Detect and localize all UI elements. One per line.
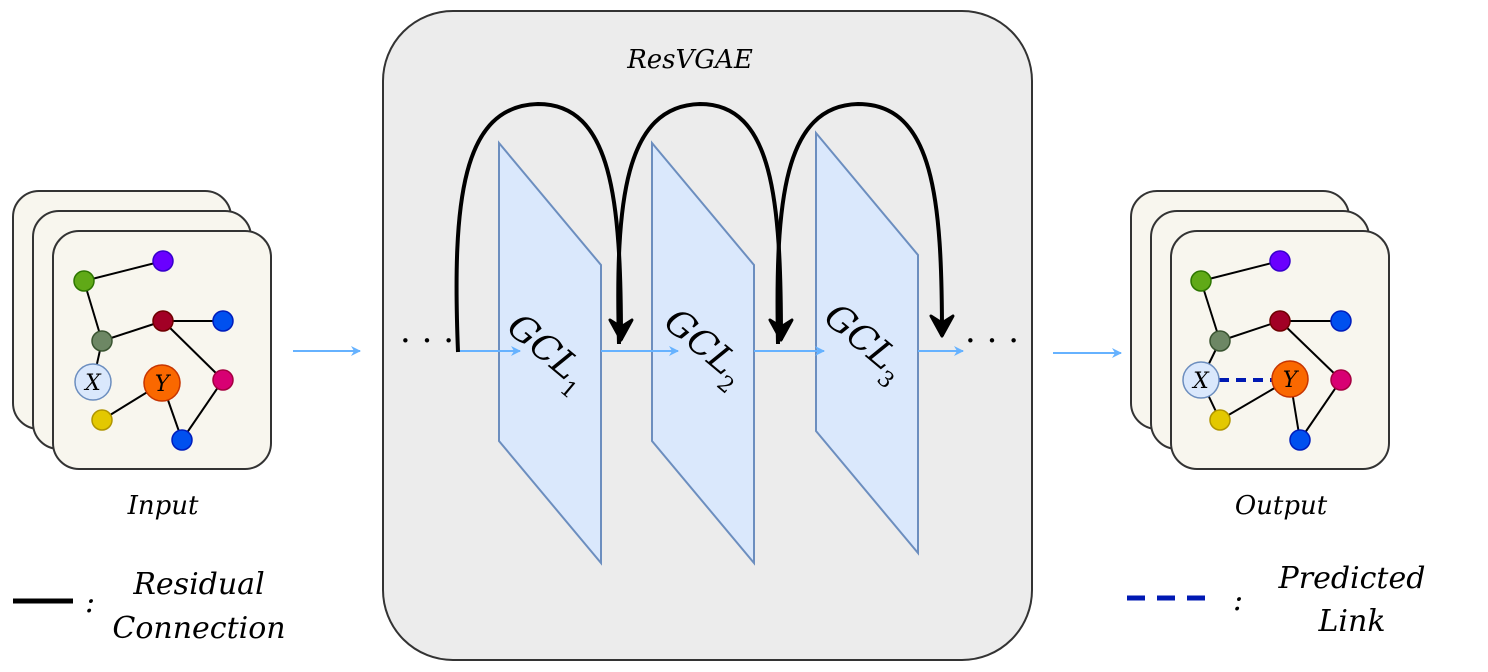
legend-predicted: : Predicted Link bbox=[1127, 561, 1425, 639]
graph-node-x bbox=[1182, 361, 1220, 399]
graph-node bbox=[1269, 250, 1291, 272]
residual-connection-2 bbox=[616, 101, 783, 345]
graph-node bbox=[212, 310, 234, 332]
legend-predicted-label-1: Predicted bbox=[1278, 561, 1426, 596]
node-y-label: Y bbox=[155, 372, 172, 397]
legend-predicted-label-2: Link bbox=[1317, 604, 1385, 639]
residual-arrowhead bbox=[929, 314, 955, 338]
ellipsis-right: · · · bbox=[965, 321, 1019, 361]
residual-connection-1 bbox=[454, 101, 623, 353]
layer-gcl1 bbox=[498, 140, 602, 566]
input-card-front bbox=[52, 230, 272, 470]
layer-gcl3 bbox=[815, 130, 919, 556]
ellipsis-left: · · · bbox=[400, 321, 454, 361]
node-y-label: Y bbox=[1283, 368, 1300, 393]
graph-node bbox=[1209, 409, 1231, 431]
graph-node-y bbox=[1271, 360, 1309, 398]
graph-node bbox=[152, 310, 174, 332]
graph-node bbox=[152, 250, 174, 272]
output-graph-stack: X Y bbox=[1130, 190, 1390, 470]
legend-colon: : bbox=[85, 585, 95, 620]
legend-colon: : bbox=[1233, 583, 1243, 618]
graph-node bbox=[1190, 270, 1212, 292]
graph-node bbox=[91, 409, 113, 431]
graph-node bbox=[1330, 310, 1352, 332]
graph-node bbox=[91, 330, 113, 352]
residual-connection-3 bbox=[775, 101, 944, 345]
graph-node bbox=[1209, 330, 1231, 352]
output-card-front bbox=[1170, 230, 1390, 470]
model-title: ResVGAE bbox=[626, 45, 753, 75]
residual-arrowhead bbox=[768, 318, 794, 342]
graph-node bbox=[1289, 429, 1311, 451]
legend-residual-label-2: Connection bbox=[112, 611, 285, 646]
input-graph-stack: X Y bbox=[12, 190, 272, 470]
node-x-label: X bbox=[83, 371, 102, 396]
node-x-label: X bbox=[1191, 369, 1210, 394]
residual-arrowhead bbox=[608, 318, 634, 342]
graph-node-y bbox=[143, 364, 181, 402]
input-caption: Input bbox=[127, 491, 199, 521]
graph-node-x bbox=[74, 363, 112, 401]
graph-node bbox=[212, 369, 234, 391]
layer-gcl2 bbox=[651, 140, 755, 566]
graph-node bbox=[171, 429, 193, 451]
graph-node bbox=[1269, 310, 1291, 332]
output-caption: Output bbox=[1235, 491, 1328, 521]
graph-node bbox=[1330, 369, 1352, 391]
legend-residual-label-1: Residual bbox=[132, 567, 264, 602]
graph-node bbox=[73, 270, 95, 292]
legend-residual: : Residual Connection bbox=[13, 567, 286, 646]
